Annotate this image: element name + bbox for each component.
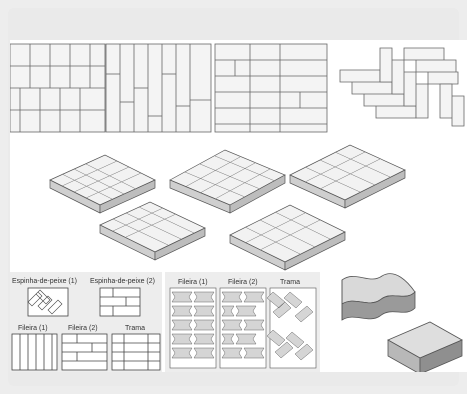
paving-illustration: Espinha-de-peixe (1) Espinha-de-peixe (2… [10,40,467,372]
paving-patterns-image: Espinha-de-peixe (1) Espinha-de-peixe (2… [10,40,467,372]
single-paver-blocks [342,274,462,372]
isometric-pavers [50,145,405,270]
label-espinha-1: Espinha-de-peixe (1) [12,278,77,285]
top-pattern-band [10,42,467,137]
bottom-middle-patterns: Fileira (1) Fileira (2) Trama [165,272,320,372]
label-trama: Trama [125,325,145,332]
label-fileira-2-b: Fileira (2) [228,279,258,286]
label-fileira-2: Fileira (2) [68,325,98,332]
bottom-left-patterns: Espinha-de-peixe (1) Espinha-de-peixe (2… [10,272,162,372]
label-espinha-2: Espinha-de-peixe (2) [90,278,155,285]
label-fileira-1: Fileira (1) [18,325,48,332]
label-fileira-1-b: Fileira (1) [178,279,208,286]
label-trama-b: Trama [280,279,300,286]
